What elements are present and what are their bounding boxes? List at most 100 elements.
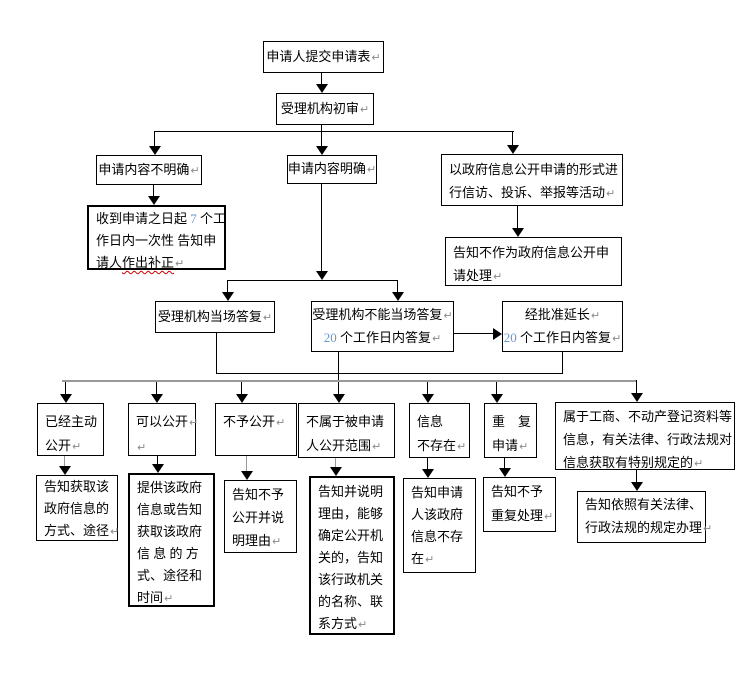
line-drop-already bbox=[65, 382, 66, 395]
arrow-down-icon bbox=[241, 471, 253, 480]
paragraph-mark-icon: ↵ bbox=[590, 308, 601, 322]
line-notexist-tell bbox=[427, 458, 428, 469]
node-label: 告知不作为政府信息公开申 请处理 bbox=[453, 245, 610, 283]
node-notify-supplement: 收到申请之日起 7 个工 作日内一次性 告知申 请人作出补正↵ bbox=[87, 205, 226, 270]
arrow-down-icon bbox=[512, 228, 524, 237]
arrow-down-icon bbox=[316, 146, 328, 155]
node-reply-within-20-days: 受理机构不能当场答复↵20 个工作日内答复↵ bbox=[311, 301, 454, 352]
node-label: 申请人提交申请表 bbox=[266, 48, 371, 64]
node-extended-20-days: 经批准延长↵20 个工作日内答复↵ bbox=[502, 301, 623, 352]
node-already-disclosed: 已经主动 公开↵ bbox=[37, 403, 104, 456]
node-content-clear: 申请内容明确↵ bbox=[287, 155, 377, 184]
paragraph-mark-icon: ↵ bbox=[190, 163, 200, 177]
line-submit-review bbox=[321, 73, 322, 85]
paragraph-mark-icon: ↵ bbox=[425, 553, 435, 566]
node-label: 申请内容不明确 bbox=[98, 161, 190, 177]
line-drop-onsite bbox=[227, 280, 228, 293]
node-no-repeat-handling: 告知不予 重复处理↵ bbox=[483, 477, 556, 532]
node-label: 告知依照有关法律、 行政法规的规定办理 bbox=[585, 497, 703, 535]
arrow-down-icon bbox=[316, 84, 328, 93]
line-drop-no bbox=[241, 382, 242, 395]
node-label: 申请内容明确 bbox=[287, 161, 366, 176]
line-can-provide bbox=[157, 456, 158, 465]
line-drop-can bbox=[156, 382, 157, 395]
arrow-down-icon bbox=[151, 394, 163, 403]
node-submit-application: 申请人提交申请表↵ bbox=[263, 41, 384, 73]
line-drop-notexist bbox=[427, 382, 428, 395]
arrow-down-icon bbox=[149, 146, 161, 155]
line-drop-repeat bbox=[496, 382, 497, 395]
node-label: 告知并说明 理由，能够 确定公开机 关的，告知 该行政机关 的名称、联 系方式 bbox=[318, 484, 384, 631]
day-count-7: 7 bbox=[190, 211, 197, 226]
arrow-down-icon bbox=[507, 145, 519, 154]
arrow-down-icon bbox=[152, 464, 164, 473]
node-label-mid: 个工 作日内一次性 告知申 请人 bbox=[96, 211, 227, 270]
paragraph-mark-icon: ↵ bbox=[72, 440, 82, 453]
node-special-regulation: 属于工商、不动产登记资料等 信息，有关法律、行政法规对 信息获取有特别规定的↵ bbox=[555, 402, 735, 470]
line-clear-down bbox=[321, 184, 322, 272]
node-tell-refusal-reason: 告知不予 公开并说 明理由↵ bbox=[224, 480, 297, 553]
arrow-down-icon bbox=[330, 467, 342, 476]
line-20days-distributor bbox=[338, 352, 339, 395]
node-label: 已经主动 公开 bbox=[45, 414, 98, 453]
node-label: 属于工商、不动产登记资料等 信息，有关法律、行政法规对 信息获取有特别规定的 bbox=[563, 409, 733, 470]
line-special-law bbox=[636, 470, 637, 482]
paragraph-mark-icon: ↵ bbox=[371, 50, 381, 64]
paragraph-mark-icon: ↵ bbox=[110, 525, 120, 538]
line-scope-authority bbox=[335, 458, 336, 468]
arrow-down-icon bbox=[491, 394, 503, 403]
paragraph-mark-icon: ↵ bbox=[262, 310, 273, 324]
node-label-line1: 受理机构不能当场答复 bbox=[312, 306, 443, 322]
paragraph-mark-icon: ↵ bbox=[359, 102, 370, 116]
paragraph-mark-icon: ↵ bbox=[432, 331, 442, 345]
paragraph-mark-icon: ↵ bbox=[606, 187, 616, 200]
arrow-down-icon bbox=[333, 394, 345, 403]
node-provide-info: 提供该政府 信息或告知 获取该政府 信 息 的 方 式、途径和 时间↵ bbox=[128, 473, 215, 607]
node-not-treated-as-request: 告知不作为政府信息公开申 请处理↵ bbox=[445, 237, 622, 286]
line-unclear-supplement bbox=[153, 185, 154, 197]
paragraph-mark-icon: ↵ bbox=[519, 440, 529, 453]
node-label: 告知不予 重复处理 bbox=[491, 484, 544, 523]
line-20days-extend bbox=[454, 333, 494, 334]
node-label: 告知获取该 政府信息的 方式、途径 bbox=[44, 479, 110, 538]
node-label-spellcheck: 作出补正 bbox=[122, 255, 175, 270]
node-label: 不予公开 bbox=[223, 414, 276, 429]
arrow-down-icon bbox=[422, 394, 434, 403]
paragraph-mark-icon: ↵ bbox=[189, 416, 199, 429]
node-label-line1: 经批准延长 bbox=[524, 306, 590, 322]
node-label: 提供该政府 信息或告知 获取该政府 信 息 的 方 式、途径和 时间 bbox=[137, 480, 203, 605]
node-label: 受理机构初审 bbox=[280, 100, 359, 116]
paragraph-mark-icon: ↵ bbox=[457, 440, 467, 453]
line-drop-unclear bbox=[154, 131, 155, 147]
line-drop-20days bbox=[397, 280, 398, 293]
line-drop-petition bbox=[512, 131, 513, 146]
arrow-down-icon bbox=[392, 292, 404, 301]
node-content-unclear: 申请内容不明确↵ bbox=[96, 155, 202, 185]
arrow-down-icon bbox=[148, 196, 160, 205]
node-no-disclosure: 不予公开↵ bbox=[215, 403, 297, 456]
node-label-pre: 收到申请之日起 bbox=[96, 211, 191, 226]
paragraph-mark-icon: ↵ bbox=[493, 270, 503, 283]
paragraph-mark-icon: ↵ bbox=[703, 522, 713, 535]
node-tell-access-way: 告知获取该 政府信息的 方式、途径↵ bbox=[36, 475, 120, 541]
line-reply-split bbox=[227, 280, 398, 281]
node-label: 告知不予 公开并说 明理由 bbox=[232, 487, 285, 548]
line-extend-collector bbox=[562, 352, 563, 373]
line-no-tellrefusal bbox=[246, 456, 247, 471]
line-onsite-collector bbox=[216, 333, 217, 373]
node-label: 受理机构当场答复 bbox=[157, 308, 262, 324]
node-label: 重 复 申请 bbox=[492, 414, 532, 453]
arrow-down-icon bbox=[422, 469, 434, 478]
line-repeat-norepeat bbox=[504, 458, 505, 468]
arrow-down-icon bbox=[59, 466, 71, 475]
node-not-in-scope: 不属于被申请 人公开范围↵ bbox=[298, 403, 395, 458]
paragraph-mark-icon: ↵ bbox=[164, 592, 174, 605]
line-already-tellway bbox=[64, 456, 65, 467]
arrow-down-icon bbox=[60, 394, 72, 403]
node-label: 信息 不存在 bbox=[417, 414, 457, 453]
line-collector bbox=[216, 373, 563, 374]
paragraph-mark-icon: ↵ bbox=[694, 457, 704, 470]
node-tell-not-exist: 告知申请 人该政府 信息不存 在↵ bbox=[403, 478, 476, 573]
arrow-down-icon bbox=[236, 394, 248, 403]
node-label-line2: 个工作日内答复 bbox=[516, 329, 612, 345]
